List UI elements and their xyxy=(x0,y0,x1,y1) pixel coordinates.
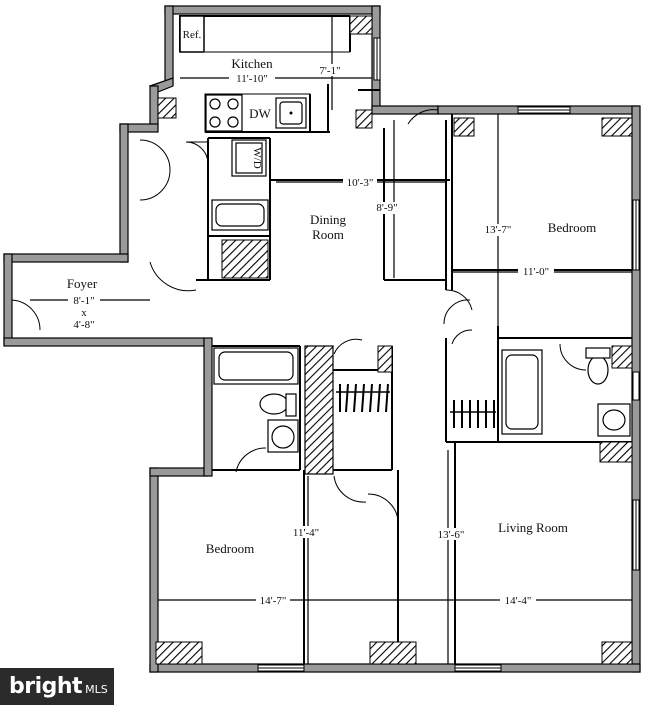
watermark-brand: bright xyxy=(9,674,83,699)
foyer-x-label: x xyxy=(81,307,87,319)
dining-room-label-line1: Dining xyxy=(310,212,347,227)
kitchen-label: Kitchen xyxy=(231,56,273,71)
bedroom-ne-depth-dim: 13'-7" xyxy=(485,224,512,236)
living-depth-dim: 13'-6" xyxy=(438,529,465,541)
brand-watermark: bright MLS xyxy=(0,668,114,705)
washer-dryer-label: W/D xyxy=(251,147,263,168)
dining-room-label-line2: Room xyxy=(312,227,344,242)
hatched-columns xyxy=(155,15,633,665)
dining-depth-dim: 8'-9" xyxy=(376,202,397,214)
dining-width-dim: 10'-3" xyxy=(347,177,374,189)
door-swings xyxy=(11,109,587,521)
living-room-label: Living Room xyxy=(498,520,568,535)
interior-walls xyxy=(179,15,632,664)
closet-rod-icon xyxy=(336,383,390,413)
foyer-label: Foyer xyxy=(67,276,98,291)
fixtures xyxy=(205,94,631,453)
toilet-icon xyxy=(259,393,289,415)
bedroom-sw-depth-dim: 11'-4" xyxy=(293,527,319,539)
labels: Kitchen 11'-10" 7'-1" Ref. DW W/D 10'-3"… xyxy=(67,29,596,607)
foyer-depth-dim: 4'-8" xyxy=(73,319,94,331)
toilet-icon xyxy=(587,355,609,385)
kitchen-depth-dim: 7'-1" xyxy=(319,65,340,77)
watermark-mls: MLS xyxy=(85,682,108,696)
dishwasher-label: DW xyxy=(249,106,271,121)
closet-rod-icon xyxy=(450,400,496,428)
bedroom-sw-width-dim: 14'-7" xyxy=(260,595,287,607)
bedroom-ne-label: Bedroom xyxy=(548,220,596,235)
bedroom-sw-label: Bedroom xyxy=(206,541,254,556)
living-width-dim: 14'-4" xyxy=(505,595,532,607)
refrigerator-label: Ref. xyxy=(183,29,202,41)
kitchen-width-dim: 11'-10" xyxy=(236,73,268,85)
windows xyxy=(257,37,640,672)
foyer-width-dim: 8'-1" xyxy=(73,295,94,307)
bedroom-ne-width-dim: 11'-0" xyxy=(523,266,549,278)
